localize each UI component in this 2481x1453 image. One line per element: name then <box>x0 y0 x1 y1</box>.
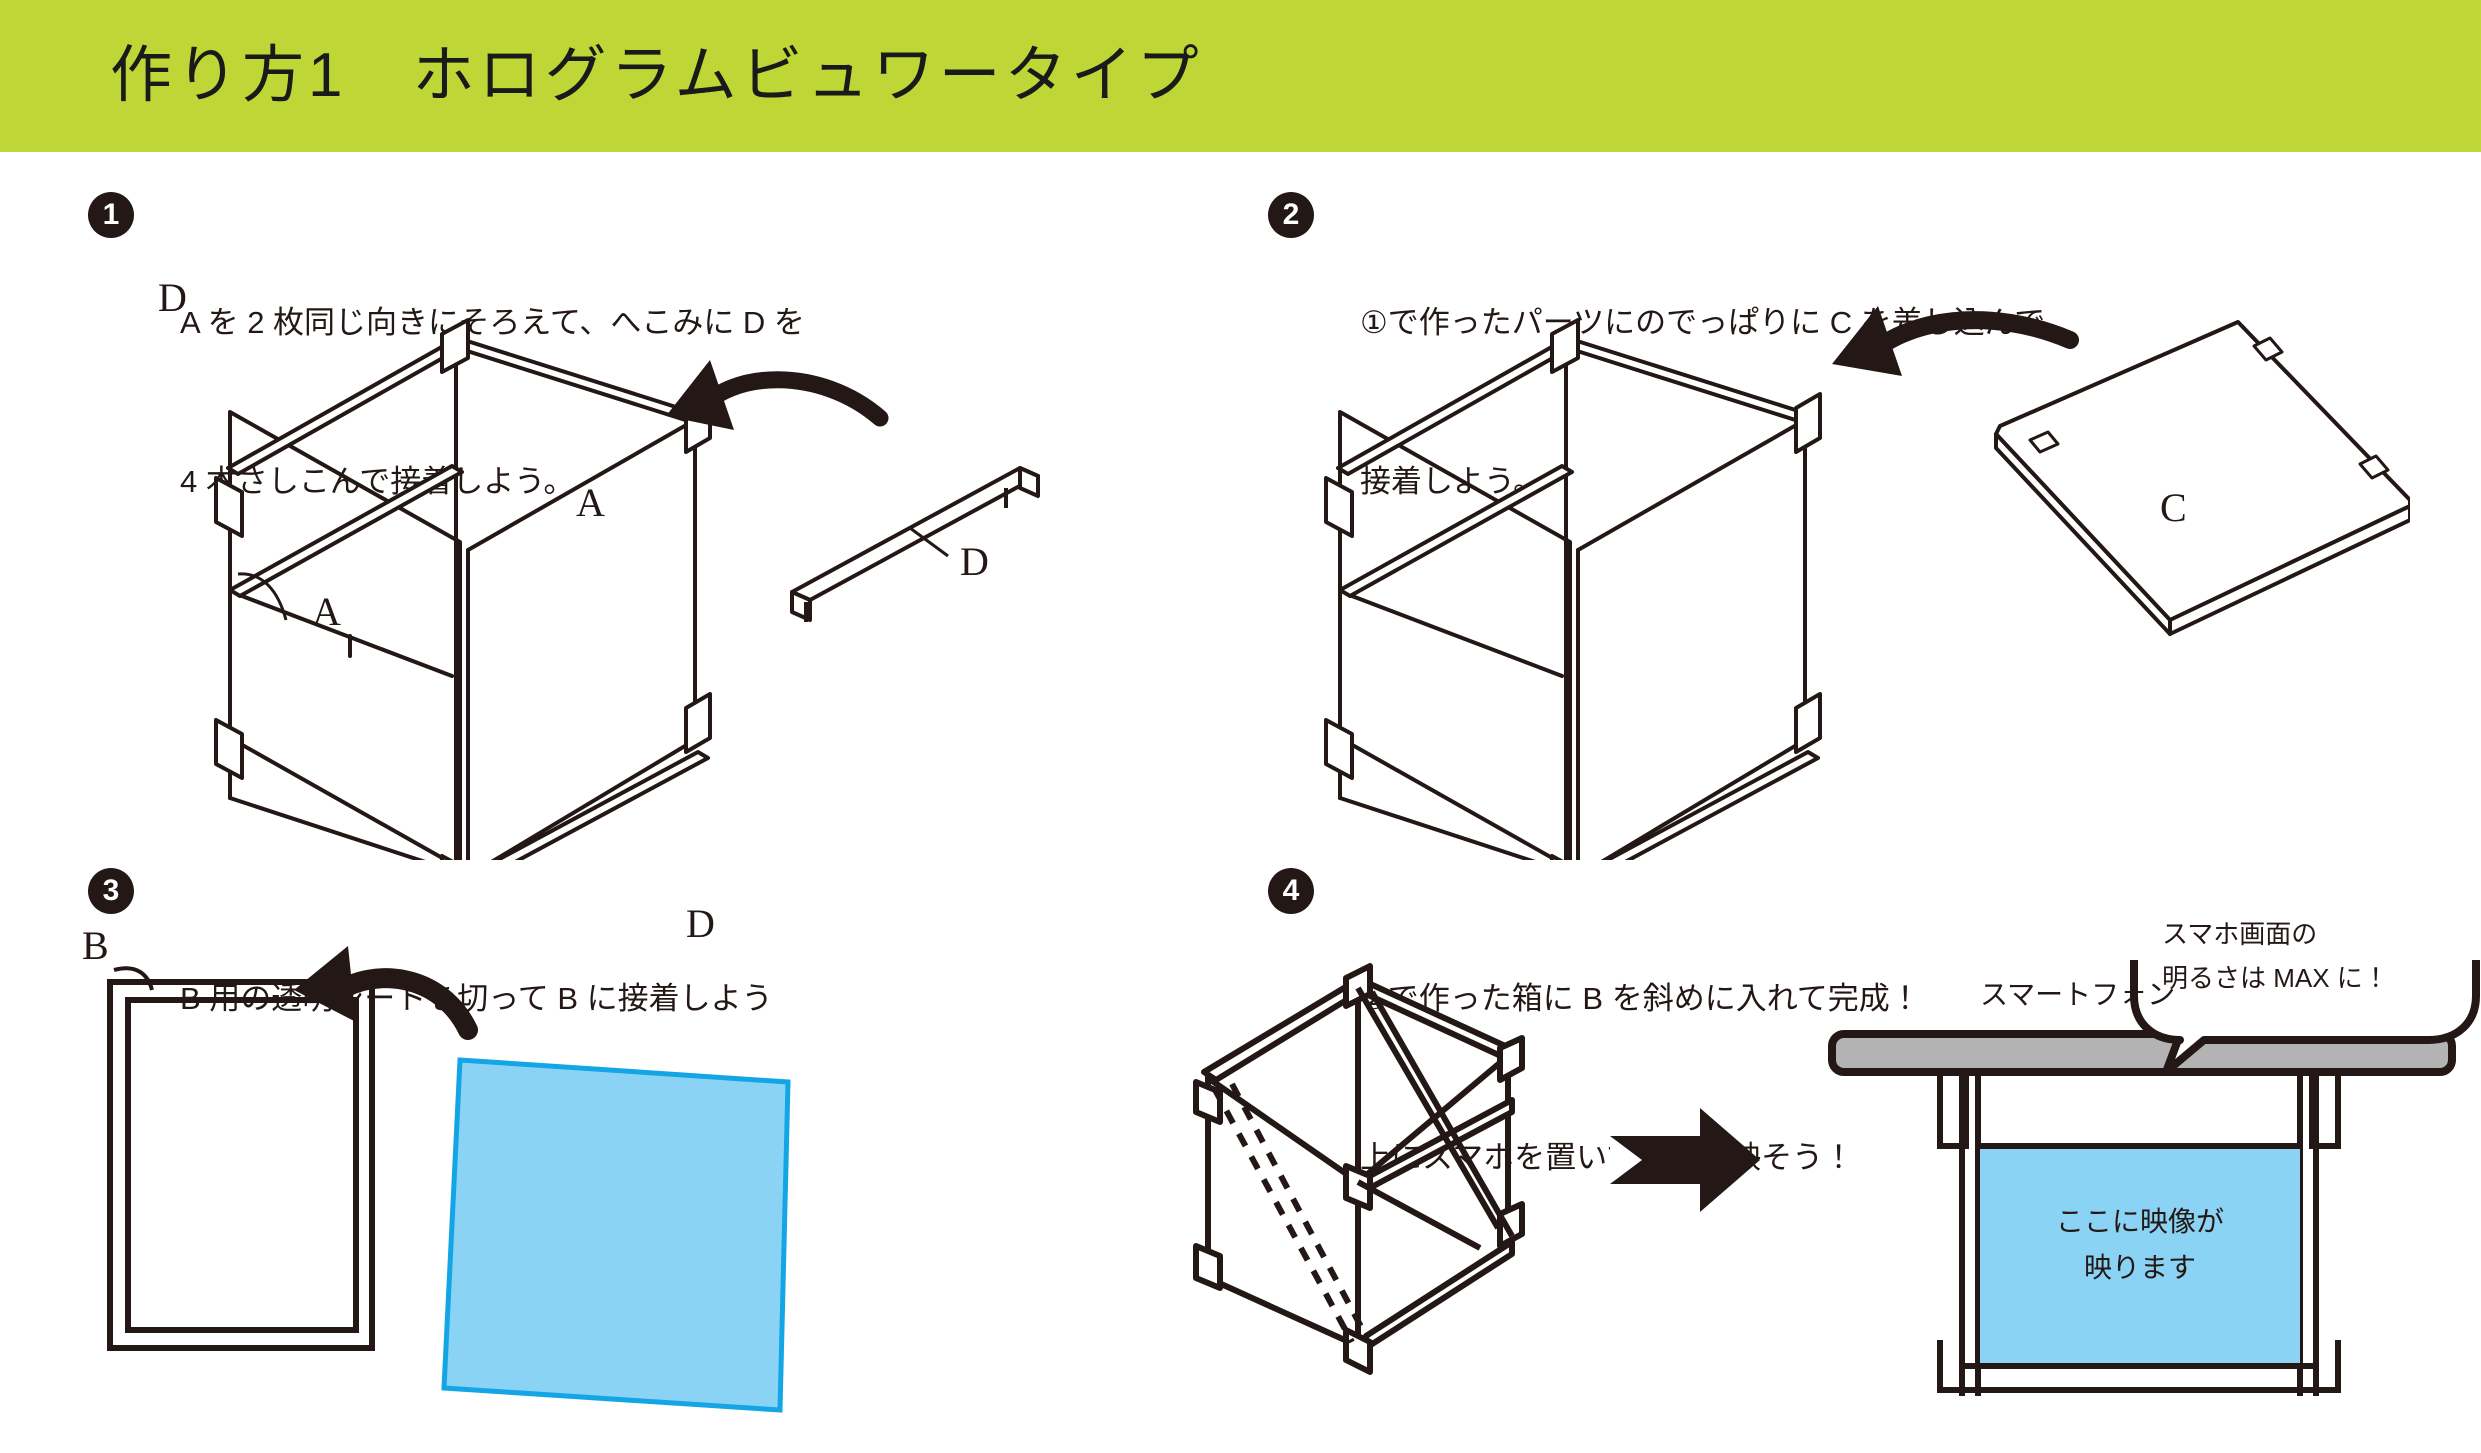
label-part-d-stick: D <box>960 539 989 584</box>
figure-step-4: スマートフォン ここに映像が 映ります スマホ画面の 明るさは MAX に！ <box>1180 919 2480 1453</box>
step-2-text: ①で作ったパーツにのでっぱりに C を差し込んで 接着しよう。 <box>1360 190 2045 614</box>
step-2-header: 2 ①で作ったパーツにのでっぱりに C を差し込んで 接着しよう。 <box>1268 190 2045 614</box>
assembly-arrow-step2 <box>1832 306 2079 376</box>
step-1-text: A を 2 枚同じ向きにそろえて、へこみに D を 4 本さしこんで接着しよう。 <box>180 190 805 614</box>
step-3-badge: 3 <box>88 868 134 914</box>
projection-screen <box>1980 1146 2300 1366</box>
cube-frame-step1-svg <box>214 318 1040 860</box>
step-4-header: 4 ②で作った箱に B を斜めに入れて完成！ 上にスマホを置いて映像を映そう！ <box>1268 866 1921 1290</box>
final-assembly-svg <box>1193 960 2480 1396</box>
transparent-sheet <box>441 1057 791 1413</box>
step-1-header: 1 A を 2 枚同じ向きにそろえて、へこみに D を 4 本さしこんで接着しよ… <box>88 190 805 614</box>
title-banner: 作り方1 ホログラムビュワータイプ <box>0 0 2481 152</box>
screen-text-line-2: 映ります <box>2083 1252 2196 1283</box>
label-part-b: B <box>82 923 109 968</box>
inserted-panel-b <box>1355 986 1515 1251</box>
bubble-text-line-2: 明るさは MAX に！ <box>2162 963 2389 993</box>
leader-line-b <box>113 966 154 991</box>
speech-bubble <box>2130 960 2480 1076</box>
step-2-badge: 2 <box>1268 192 1314 238</box>
label-part-c: C <box>2160 485 2187 530</box>
label-part-d-top: D <box>158 275 187 320</box>
step-4-badge: 4 <box>1268 868 1314 914</box>
bubble-text-line-1: スマホ画面の <box>2162 919 2318 949</box>
assembly-arrow-step1 <box>666 360 889 430</box>
step-4-line-1: ②で作った箱に B を斜めに入れて完成！ <box>1360 981 1921 1016</box>
assembly-arrow-step3 <box>294 946 478 1040</box>
step-1-line-2: 4 本さしこんで接着しよう。 <box>180 464 575 499</box>
step-1-badge: 1 <box>88 192 134 238</box>
figure-step-2: C <box>1230 300 2410 860</box>
inserted-panel-b-hidden <box>1211 1082 1369 1344</box>
step-2-line-1: ①で作ったパーツにのでっぱりに C を差し込んで <box>1360 305 2046 340</box>
step-1-line-1: A を 2 枚同じ向きにそろえて、へこみに D を <box>180 305 805 340</box>
page-title: 作り方1 ホログラムビュワータイプ <box>110 41 1203 110</box>
screen-text-line-1: ここに映像が <box>2055 1206 2224 1237</box>
caption-smartphone: スマートフォン <box>1980 979 2176 1010</box>
cube-frame-step2-svg <box>1324 306 2410 860</box>
figure-step-3: B <box>80 926 1080 1450</box>
figure-step-1: D A A D D <box>120 278 1120 944</box>
label-part-a-right: A <box>576 480 605 525</box>
label-part-d-bottom: D <box>686 901 715 946</box>
frame-b-and-sheet-svg <box>107 946 791 1413</box>
part-b-frame <box>107 979 375 1351</box>
step-4-text: ②で作った箱に B を斜めに入れて完成！ 上にスマホを置いて映像を映そう！ <box>1360 866 1921 1290</box>
result-arrow <box>1610 1108 1760 1212</box>
part-c-panel <box>1994 320 2410 636</box>
part-d-stick <box>790 466 1040 622</box>
label-part-a-left: A <box>312 589 341 634</box>
screen-frame-lines <box>1978 1143 2300 1369</box>
leader-line-d-top <box>237 572 288 621</box>
